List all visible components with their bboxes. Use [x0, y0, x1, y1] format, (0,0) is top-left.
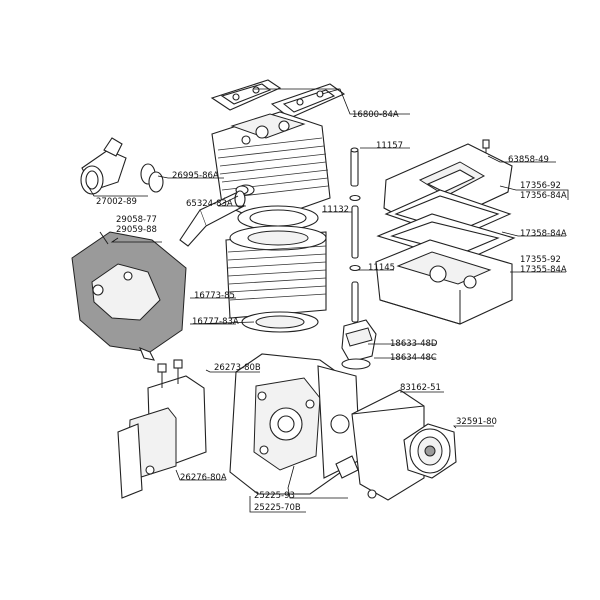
rocker-box-cover: [375, 139, 516, 325]
label-27002-89: 27002-89: [96, 197, 137, 207]
label-83162-51: 83162-51: [400, 383, 441, 393]
label-17356-92: 17356-92: [520, 181, 561, 191]
outer-cover: [403, 423, 457, 479]
label-11145: 11145: [368, 263, 395, 273]
label-63858-49: 63858-49: [508, 155, 549, 165]
pushrod-tubes: [349, 147, 361, 323]
cylinder: [225, 205, 327, 333]
label-65324-83A: 65324-83A: [186, 199, 233, 209]
label-16773-85: 16773-85: [194, 291, 235, 301]
label-26995-86A: 26995-86A: [172, 171, 219, 181]
label-18634-48C: 18634-48C: [390, 353, 437, 363]
label-11132: 11132: [322, 205, 349, 215]
label-26273-80B: 26273-80B: [214, 363, 261, 373]
cam-cover: [71, 231, 187, 361]
leader-lines: [87, 88, 569, 513]
label-17355-84A: 17355-84A: [520, 265, 567, 275]
rocker-cover-gasket: [210, 79, 346, 119]
gear-housing: [351, 389, 425, 501]
label-16800-84A: 16800-84A: [352, 110, 399, 120]
label-29059-88: 29059-88: [116, 225, 157, 235]
label-17356-84A: 17356-84A: [520, 191, 567, 201]
label-16777-83A: 16777-83A: [192, 317, 239, 327]
label-29058-77: 29058-77: [116, 215, 157, 225]
label-32591-80: 32591-80: [456, 417, 497, 427]
intake-manifold: [80, 137, 249, 195]
label-25225-93: 25225-93: [254, 491, 295, 501]
part-labels: 16800-84A 11157 63858-49 26995-86A 27002…: [96, 110, 567, 513]
label-17358-84A: 17358-84A: [520, 229, 567, 239]
label-11157: 11157: [376, 141, 403, 151]
label-25225-70B: 25225-70B: [254, 503, 301, 513]
label-17355-92: 17355-92: [520, 255, 561, 265]
label-26276-80A: 26276-80A: [180, 473, 227, 483]
lifter-block: [341, 319, 377, 370]
ignition-box: [117, 359, 207, 499]
crankcase: [229, 353, 361, 495]
label-18633-48D: 18633-48D: [390, 339, 438, 349]
